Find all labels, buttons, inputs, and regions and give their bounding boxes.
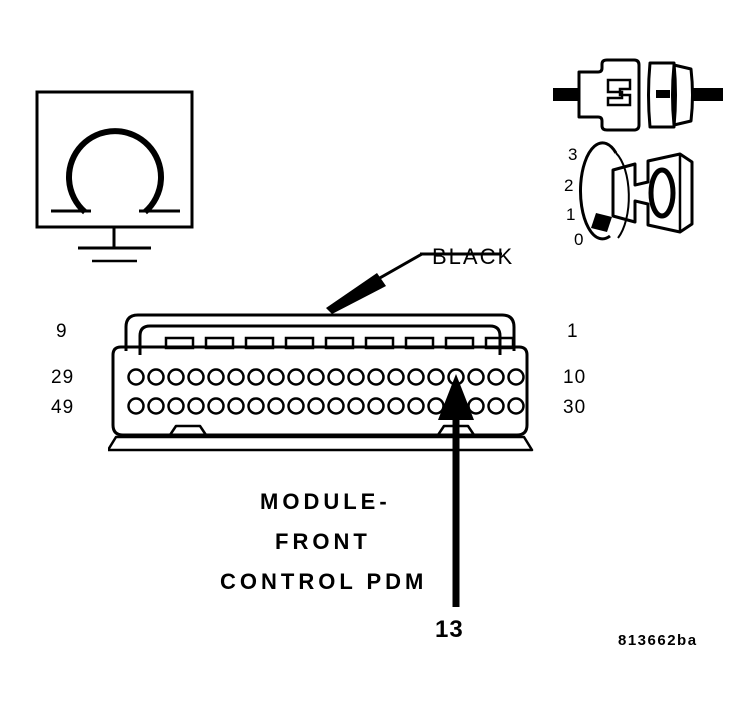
connector-body-icon xyxy=(611,152,694,234)
wire-stub-right xyxy=(691,88,723,101)
connector-pin xyxy=(267,368,285,386)
ground-icon xyxy=(78,246,151,263)
pin-label-left-bottom: 49 xyxy=(51,397,74,418)
connector-pin xyxy=(507,368,525,386)
pin-numbers-right: 1 10 30 xyxy=(563,321,586,418)
rotation-arc-back xyxy=(615,152,630,239)
connector-pin xyxy=(167,397,185,415)
connector-pin xyxy=(347,397,365,415)
connector-pin xyxy=(287,368,305,386)
connector-male-collar xyxy=(671,63,694,127)
figure-code-group: 813662ba xyxy=(618,632,698,649)
connector-upper-shell-outer xyxy=(124,313,516,351)
callout-arrowhead xyxy=(438,374,474,420)
connector-pin xyxy=(387,368,405,386)
connector-tab-left xyxy=(168,424,208,436)
connector-slot xyxy=(164,336,195,350)
callout-number: 13 xyxy=(435,616,464,643)
connector-keyway xyxy=(656,90,670,98)
connector-slot xyxy=(324,336,355,350)
connector-pin xyxy=(267,397,285,415)
component-name-group: MODULE- FRONT CONTROL PDM xyxy=(220,489,427,594)
connector-male-body xyxy=(647,61,677,129)
connector-pin xyxy=(427,368,445,386)
wire-color-label-group: BLACK xyxy=(432,244,514,269)
connector-pin xyxy=(467,368,485,386)
connector-slot xyxy=(284,336,315,350)
wire-color-label: BLACK xyxy=(432,244,514,269)
connector-pin xyxy=(247,368,265,386)
pin-numbers-left: 9 29 49 xyxy=(51,321,74,418)
connector-pin xyxy=(167,368,185,386)
connector-slot xyxy=(404,336,435,350)
wire-leader-group xyxy=(326,252,502,314)
component-label-line-1: MODULE- xyxy=(260,489,391,514)
rotation-label-1: 1 xyxy=(566,205,575,224)
connector-pin xyxy=(247,397,265,415)
ohmmeter-group xyxy=(35,90,194,263)
callout-arrow-group xyxy=(438,374,474,607)
pin-label-right-middle: 10 xyxy=(563,367,586,388)
ohmmeter-icon xyxy=(66,128,164,215)
connector-pin xyxy=(487,397,505,415)
connector-aperture xyxy=(648,167,676,219)
connector-slot xyxy=(364,336,395,350)
connector-pin xyxy=(387,397,405,415)
connector-pin xyxy=(227,368,245,386)
pin-label-left-top: 9 xyxy=(56,321,68,342)
figure-code: 813662ba xyxy=(618,632,698,649)
connector-pin xyxy=(407,368,425,386)
wire-stub-left xyxy=(553,88,579,101)
connector-pin xyxy=(147,397,165,415)
connector-upper-shell-inner xyxy=(138,324,502,355)
connector-rotation-icon: 3 2 1 0 xyxy=(564,141,694,249)
connector-pin xyxy=(227,397,245,415)
connector-pin xyxy=(407,397,425,415)
inline-connector-icon xyxy=(553,58,723,132)
connector-pin xyxy=(187,368,205,386)
connector-pin xyxy=(327,397,345,415)
connector-pin xyxy=(187,397,205,415)
rotation-label-0: 0 xyxy=(574,230,583,249)
component-label-line-2: FRONT xyxy=(275,529,371,554)
connector-pin xyxy=(327,368,345,386)
connector-slot xyxy=(484,336,515,350)
connector-slot-row-top xyxy=(164,336,515,350)
rotation-label-3: 3 xyxy=(568,145,577,164)
connector-pin-row-bottom xyxy=(127,397,525,415)
connector-pin xyxy=(307,368,325,386)
connector-pin xyxy=(347,368,365,386)
connector-pin xyxy=(367,397,385,415)
connector-main-body xyxy=(111,345,529,437)
callout-number-group: 13 xyxy=(435,616,464,643)
connector-pin xyxy=(127,368,145,386)
connector-slot xyxy=(444,336,475,350)
pin-label-left-middle: 29 xyxy=(51,367,74,388)
leader-arrowhead xyxy=(326,273,386,314)
connector-female-housing xyxy=(577,58,641,132)
ohmmeter-box xyxy=(35,90,194,229)
connector-pin xyxy=(487,368,505,386)
connector-pin-row-middle xyxy=(127,368,525,386)
component-label-line-3: CONTROL PDM xyxy=(220,569,427,594)
rotation-arc xyxy=(578,141,618,241)
connector-pin xyxy=(287,397,305,415)
connector-pin xyxy=(367,368,385,386)
rotation-arrowhead xyxy=(591,213,612,232)
connector-pin xyxy=(507,397,525,415)
connector-latch-detail xyxy=(606,78,632,107)
pin-label-right-bottom: 30 xyxy=(563,397,586,418)
connector-pin xyxy=(207,397,225,415)
connector-base-plate xyxy=(108,435,534,452)
pin-label-right-top: 1 xyxy=(567,321,579,342)
connector-pin xyxy=(147,368,165,386)
connector-pin xyxy=(127,397,145,415)
connector-slot xyxy=(204,336,235,350)
rotation-label-2: 2 xyxy=(564,176,573,195)
connector-slot xyxy=(244,336,275,350)
main-connector-group xyxy=(108,313,534,452)
connector-pin xyxy=(207,368,225,386)
connector-pin xyxy=(307,397,325,415)
